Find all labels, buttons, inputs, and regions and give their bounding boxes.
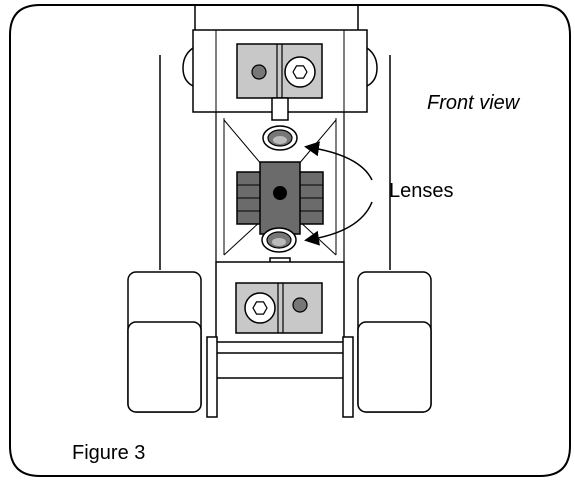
figure-caption: Figure 3 (72, 442, 146, 464)
base-rail (206, 336, 354, 418)
view-label: Front view (427, 92, 520, 114)
lens-icon (262, 125, 298, 151)
left-side-block (127, 271, 202, 413)
upper-post (271, 97, 289, 121)
upper-clamp (182, 29, 378, 121)
lens-icon (261, 227, 297, 253)
block-pin-icon (273, 186, 287, 200)
lower-clamp (215, 257, 345, 343)
right-side-block (357, 271, 432, 413)
arrow-icon (304, 141, 373, 246)
background-rails (159, 5, 391, 270)
lens-block (236, 161, 324, 235)
pin-hole-icon (251, 64, 267, 80)
hex-screw-icon (284, 56, 316, 88)
lenses-callout-label: Lenses (389, 180, 454, 202)
pin-hole-icon (292, 297, 308, 313)
hex-screw-icon (244, 292, 276, 324)
